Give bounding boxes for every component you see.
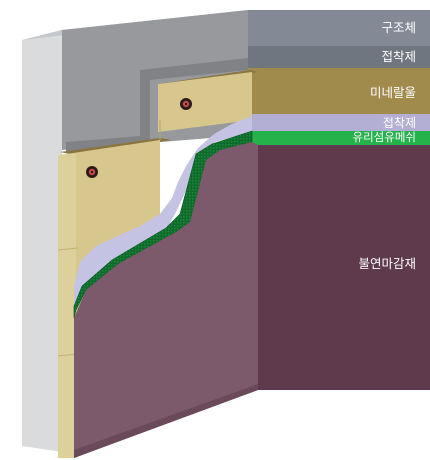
label-structure: 구조체 (381, 20, 416, 35)
label-glass-fiber-mesh: 유리섬유메쉬 (352, 130, 416, 144)
glass-fiber-mesh-layer (73, 130, 253, 319)
finish-layer (74, 142, 258, 458)
mineral-wool-upper-board (158, 72, 252, 132)
adhesive-top-bar (248, 46, 430, 68)
mineral-wool-lower-top-edge (60, 138, 172, 154)
label-mineral-wool: 미네랄울 (369, 85, 416, 100)
anchor-fixing-icon (180, 98, 192, 110)
anchor-fixing-icon (86, 166, 98, 178)
label-adhesive-top: 접착제 (381, 49, 416, 64)
finish-bottom-shadow (74, 384, 258, 458)
label-finish: 불연마감재 (358, 256, 416, 271)
structure-bar (248, 10, 430, 46)
board-seam (57, 247, 79, 251)
adhesive-step-face (66, 58, 248, 152)
finish-bar (258, 145, 430, 390)
mineral-wool-bar (248, 68, 430, 114)
mineral-wool-left-strip (58, 153, 76, 458)
structure-side-face (22, 30, 62, 452)
adhesive-mid-bar (248, 114, 430, 131)
glass-fiber-mesh-bar (248, 131, 430, 145)
label-adhesive-mid: 접착제 (382, 116, 416, 130)
